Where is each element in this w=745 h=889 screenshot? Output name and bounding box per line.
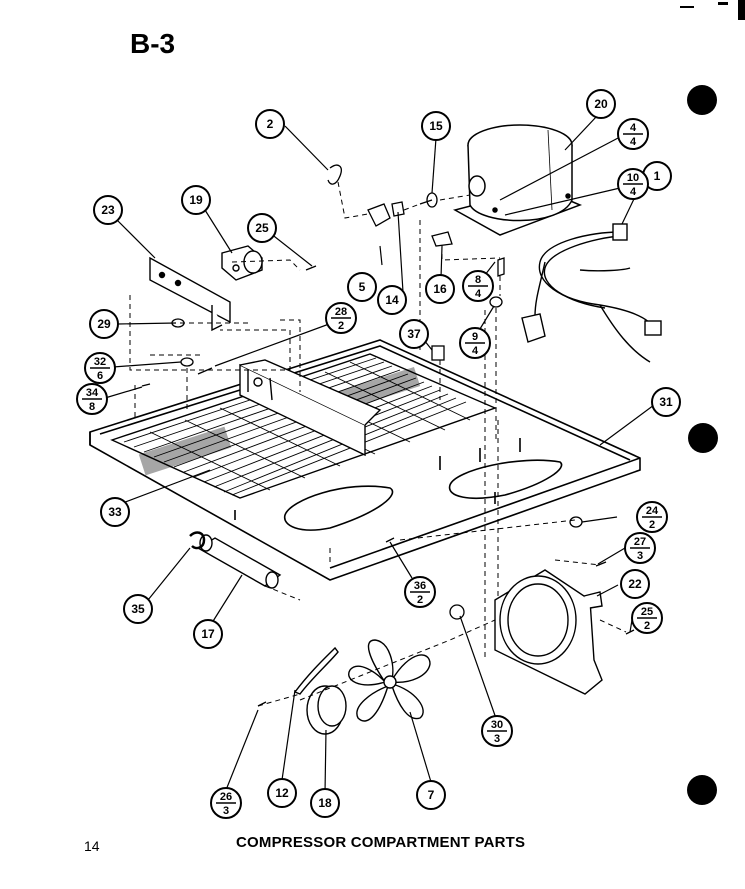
callout-number: 18: [318, 796, 332, 810]
callout-f10-4: 104: [617, 168, 649, 200]
callouts: 1257121415161718192022232529313335374410…: [76, 89, 681, 819]
callout-number: 16: [433, 282, 447, 296]
callout-c2: 2: [255, 109, 285, 139]
callout-number: 25: [255, 221, 269, 235]
page-label: B-3: [130, 28, 176, 59]
callout-number: 5: [359, 280, 366, 294]
callout-f32-6: 326: [84, 352, 116, 384]
callout-numerator: 8: [475, 274, 481, 286]
callout-number: 23: [101, 203, 115, 217]
callout-c1: 1: [642, 161, 672, 191]
callout-number: 37: [407, 327, 421, 341]
callout-number: 12: [275, 786, 289, 800]
callout-numerator: 30: [491, 719, 503, 731]
callout-numerator: 4: [630, 122, 637, 134]
callout-number: 33: [108, 505, 122, 519]
callout-denominator: 2: [644, 620, 650, 632]
compressor: [452, 124, 583, 236]
callout-denominator: 3: [494, 733, 500, 745]
callout-number: 17: [201, 627, 215, 641]
callout-denominator: 3: [223, 805, 229, 817]
callout-c15: 15: [421, 111, 451, 141]
callout-c29: 29: [89, 309, 119, 339]
callout-number: 1: [654, 169, 661, 183]
callout-denominator: 6: [97, 370, 103, 382]
base-pan: [89, 339, 641, 581]
callout-c18: 18: [310, 788, 340, 818]
callout-c14: 14: [377, 285, 407, 315]
callout-number: 14: [385, 293, 399, 307]
divider-panel: [239, 359, 382, 457]
callout-numerator: 24: [646, 505, 659, 517]
callout-c25: 25: [247, 213, 277, 243]
callout-numerator: 26: [220, 791, 232, 803]
callout-numerator: 10: [627, 172, 639, 184]
callout-f36-2: 362: [404, 576, 436, 608]
callout-c35: 35: [123, 594, 153, 624]
callout-denominator: 2: [649, 519, 655, 531]
callout-number: 19: [189, 193, 203, 207]
binder-holes: [687, 85, 718, 805]
callout-number: 2: [267, 117, 274, 131]
callout-denominator: 4: [472, 345, 479, 357]
callout-number: 20: [594, 97, 608, 111]
callout-numerator: 32: [94, 356, 106, 368]
callout-denominator: 2: [417, 594, 423, 606]
diagram-caption: COMPRESSOR COMPARTMENT PARTS: [236, 834, 526, 851]
fan-blade: [348, 639, 431, 722]
callout-f28-2: 282: [325, 302, 357, 334]
page-number: 14: [84, 838, 100, 854]
callout-numerator: 34: [86, 387, 99, 399]
callout-c17: 17: [193, 619, 223, 649]
bracket: [149, 256, 231, 332]
callout-c5: 5: [347, 272, 377, 302]
callout-denominator: 4: [630, 186, 637, 198]
callout-f9-4: 94: [459, 327, 491, 359]
callout-c19: 19: [181, 185, 211, 215]
callout-denominator: 2: [338, 320, 344, 332]
callout-f24-2: 242: [636, 501, 668, 533]
callout-numerator: 25: [641, 606, 653, 618]
callout-number: 22: [628, 577, 642, 591]
callout-c37: 37: [399, 319, 429, 349]
callout-c20: 20: [586, 89, 616, 119]
callout-number: 29: [97, 317, 111, 331]
callout-c16: 16: [425, 274, 455, 304]
callout-numerator: 9: [472, 331, 478, 343]
fan-ring: [293, 646, 347, 735]
callout-f4-4: 44: [617, 118, 649, 150]
callout-c23: 23: [93, 195, 123, 225]
callout-f27-3: 273: [624, 532, 656, 564]
callout-denominator: 8: [89, 401, 95, 413]
fan-motor: [189, 531, 282, 589]
wiring-harness: [521, 223, 662, 363]
callout-f34-8: 348: [76, 383, 108, 415]
callout-numerator: 28: [335, 306, 347, 318]
callout-number: 31: [659, 395, 673, 409]
callout-f8-4a: 84: [462, 270, 494, 302]
callout-number: 15: [429, 119, 443, 133]
fan-shroud: [494, 569, 603, 695]
callout-number: 7: [428, 788, 435, 802]
relay: [221, 245, 263, 281]
callout-c12: 12: [267, 778, 297, 808]
scan-specks: [680, 0, 745, 20]
callout-c33: 33: [100, 497, 130, 527]
callout-numerator: 27: [634, 536, 646, 548]
callout-f25-2: 252: [631, 602, 663, 634]
callout-f26-3: 263: [210, 787, 242, 819]
callout-denominator: 3: [637, 550, 643, 562]
callout-f30-3: 303: [481, 715, 513, 747]
callout-denominator: 4: [630, 136, 637, 148]
callout-denominator: 4: [475, 288, 482, 300]
leader-lines: [104, 115, 655, 794]
callout-numerator: 36: [414, 580, 426, 592]
callout-number: 35: [131, 602, 145, 616]
callout-c31: 31: [651, 387, 681, 417]
callout-c7: 7: [416, 780, 446, 810]
callout-c22: 22: [620, 569, 650, 599]
